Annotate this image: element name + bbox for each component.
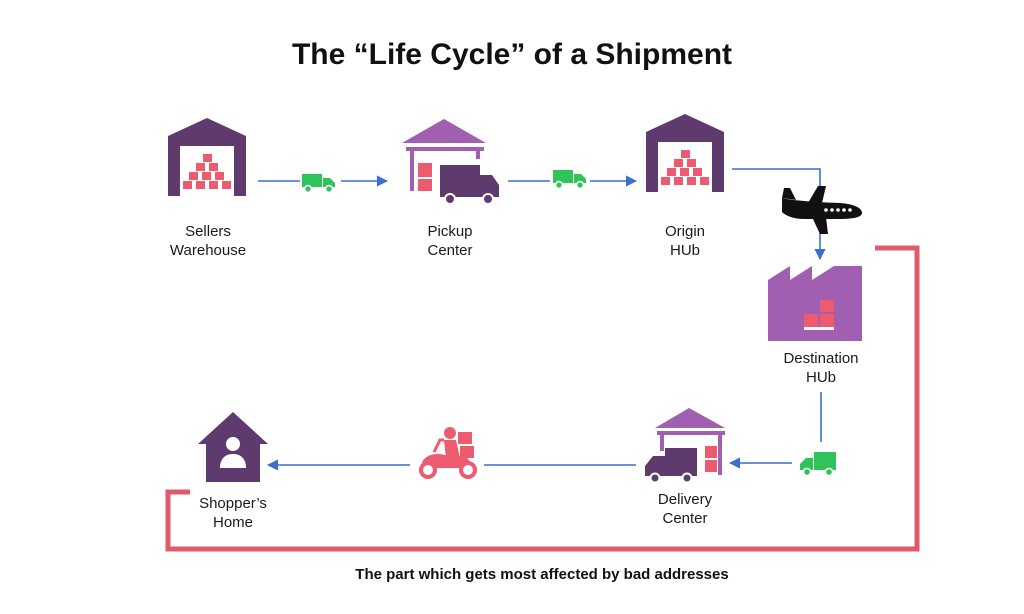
destination-hub-label: Destination HUb — [751, 349, 891, 387]
delivery-center-icon — [645, 408, 725, 484]
destination-hub-icon — [768, 266, 862, 341]
truck-icon — [553, 170, 586, 190]
pickup-center-icon — [402, 119, 499, 205]
shoppers-home-label: Shopper’s Home — [163, 494, 303, 532]
origin-hub-label: Origin HUb — [615, 222, 755, 260]
node-label-line: Delivery — [657, 491, 713, 508]
node-label-line: Center — [662, 510, 708, 527]
airplane-icon — [782, 186, 862, 234]
node-label-line: Center — [427, 242, 473, 259]
sellers-warehouse-icon — [168, 118, 246, 196]
delivery-center-label: Delivery Center — [615, 490, 755, 528]
shoppers-home-icon — [198, 412, 268, 482]
node-label-line: Pickup — [427, 223, 473, 240]
node-label-line: Home — [212, 514, 253, 531]
scooter-icon — [419, 427, 477, 479]
origin-hub-icon — [646, 114, 724, 192]
bad-address-caption: The part which gets most affected by bad… — [355, 566, 729, 583]
flow-arrows — [258, 168, 826, 471]
sellers-warehouse-label: Sellers Warehouse — [138, 222, 278, 260]
node-label-line: Shopper’s — [199, 495, 267, 512]
node-label-line: Warehouse — [169, 242, 247, 259]
node-label-line: HUb — [805, 369, 836, 386]
pickup-center-label: Pickup Center — [380, 222, 520, 260]
node-label-line: HUb — [669, 242, 700, 259]
node-label-line: Sellers — [185, 223, 231, 240]
arrow-origin-to-plane — [732, 168, 821, 188]
truck-icon — [800, 452, 836, 477]
truck-icon — [302, 174, 335, 194]
node-label-line: Destination — [783, 350, 859, 367]
page-title: The “Life Cycle” of a Shipment — [291, 38, 733, 71]
node-label-line: Origin — [664, 223, 705, 240]
bad-address-highlight-path — [165, 245, 920, 552]
